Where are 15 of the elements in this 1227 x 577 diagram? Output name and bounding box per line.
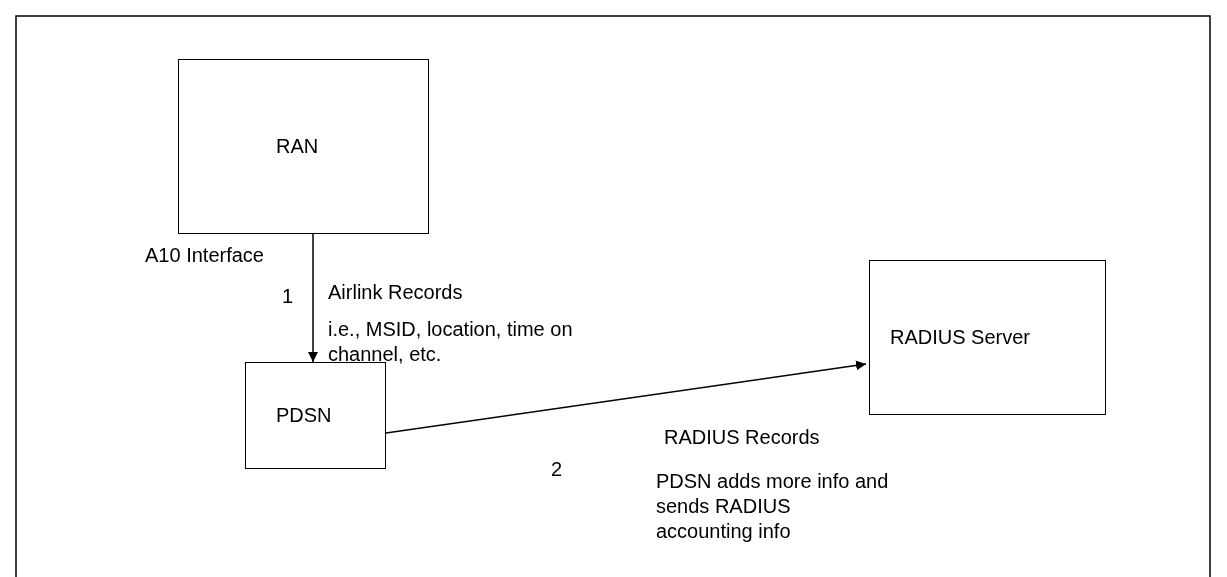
interface-label: A10 Interface bbox=[145, 243, 264, 268]
note-text: i.e., MSID, location, time on channel, etc. bbox=[328, 317, 574, 367]
process-box bbox=[869, 260, 1106, 415]
box-label: PDSN bbox=[276, 404, 332, 427]
record-label: RADIUS Records bbox=[664, 425, 820, 450]
box-label: RADIUS Server bbox=[890, 326, 1031, 349]
record-label: Airlink Records bbox=[328, 280, 463, 305]
arrow bbox=[308, 233, 318, 363]
arrow bbox=[385, 360, 867, 434]
step-number: 2 bbox=[551, 457, 563, 482]
note-text: PDSN adds more info and sends RADIUS accounting info bbox=[656, 469, 890, 544]
process-box bbox=[245, 362, 386, 469]
box-label: RAN bbox=[276, 135, 319, 158]
step-number: 1 bbox=[282, 284, 294, 309]
process-box bbox=[178, 59, 429, 234]
